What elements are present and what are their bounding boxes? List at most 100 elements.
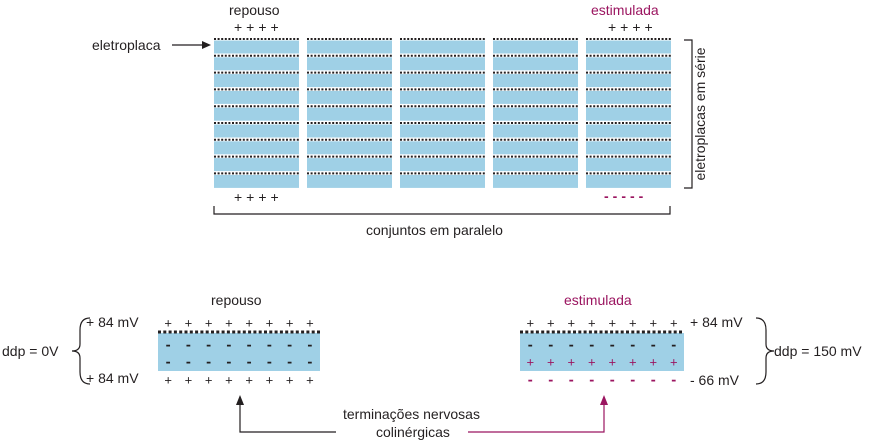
top-stimulated-bottom-signs: -----	[604, 188, 648, 204]
electroplate	[307, 124, 392, 138]
stimulated-inner-top-sign: -	[651, 337, 656, 354]
rest-bottom-voltage: + 84 mV	[86, 370, 139, 386]
stimulated-inner-top-sign: -	[630, 337, 635, 354]
electroplate	[400, 141, 485, 155]
rest-inner-top-sign: -	[226, 337, 231, 354]
electroplate	[493, 107, 578, 121]
rest-top-voltage: + 84 mV	[86, 314, 139, 330]
stimulated-ddp-brace	[755, 317, 775, 385]
rest-inner-bottom-sign: -	[186, 354, 191, 371]
rest-outer-top-sign: +	[205, 316, 213, 331]
top-stimulated-top-signs: ++++	[608, 19, 657, 35]
electroplate	[307, 141, 392, 155]
electroplate	[400, 40, 485, 54]
electroplate-stack	[214, 38, 671, 188]
stimulated-outer-top-sign: +	[567, 316, 575, 331]
electroplate	[493, 90, 578, 104]
electroplate	[307, 74, 392, 88]
rest-inner-top-sign: -	[267, 337, 272, 354]
parallel-bracket	[213, 206, 671, 215]
plate-pointer-arrowhead	[202, 41, 211, 49]
plate-column-5	[586, 38, 671, 188]
rest-outer-top-sign: +	[245, 316, 253, 331]
stimulated-inner-bottom-sign: +	[670, 355, 678, 370]
stimulated-outer-bottom-sign: -	[671, 372, 676, 389]
stimulated-inner-top-sign: -	[589, 337, 594, 354]
rest-inner-top-sign: -	[287, 337, 292, 354]
electroplate	[214, 141, 299, 155]
stimulated-outer-bottom-sign: -	[548, 372, 553, 389]
electroplate	[586, 107, 671, 121]
rest-inner-bottom-sign: -	[206, 354, 211, 371]
stimulated-inner-bottom-sign: +	[588, 355, 596, 370]
rest-outer-bottom-sign: +	[306, 373, 314, 388]
stimulated-outer-top-sign: +	[629, 316, 637, 331]
rest-inner-bottom-sign: -	[247, 354, 252, 371]
electroplate	[214, 57, 299, 71]
stimulated-inner-top-sign: -	[548, 337, 553, 354]
electroplate	[214, 124, 299, 138]
nerve-label-line2: colinérgicas	[376, 424, 450, 440]
stimulated-inner-bottom-sign: +	[547, 355, 555, 370]
rest-inner-top-sign: -	[206, 337, 211, 354]
electroplate	[307, 57, 392, 71]
rest-inner-bottom-sign: -	[226, 354, 231, 371]
stimulated-outer-top-sign: +	[649, 316, 657, 331]
stimulated-outer-top-sign: +	[547, 316, 555, 331]
plate-column-4	[493, 38, 578, 188]
rest-inner-bottom-sign: -	[287, 354, 292, 371]
stimulated-inner-bottom-sign: +	[567, 355, 575, 370]
plate-column-2	[307, 38, 392, 188]
stimulated-outer-top-sign: +	[588, 316, 596, 331]
bottom-stimulated-label: estimulada	[564, 292, 632, 308]
rest-outer-top-sign: +	[286, 316, 294, 331]
rest-inner-top-sign: -	[307, 337, 312, 354]
stimulated-outer-bottom-sign: -	[610, 372, 615, 389]
electroplate	[307, 90, 392, 104]
stimulated-inner-top-sign: -	[569, 337, 574, 354]
electroplate	[493, 57, 578, 71]
rest-inner-bottom-sign: -	[166, 354, 171, 371]
stimulated-outer-top-sign: +	[526, 316, 534, 331]
stimulated-ddp-label: ddp = 150 mV	[774, 343, 862, 359]
rest-outer-bottom-sign: +	[164, 373, 172, 388]
stimulated-inner-bottom-sign: +	[526, 355, 534, 370]
rest-outer-bottom-sign: +	[286, 373, 294, 388]
nerve-arrow-rest-head	[236, 395, 244, 405]
stimulated-inner-bottom-sign: +	[608, 355, 616, 370]
nerve-label-line1: terminações nervosas	[343, 406, 480, 422]
electroplate	[400, 74, 485, 88]
plate-label: eletroplaca	[92, 37, 161, 53]
rest-outer-bottom-sign: +	[205, 373, 213, 388]
electroplate	[307, 40, 392, 54]
stimulated-outer-bottom-sign: -	[651, 372, 656, 389]
electroplate	[400, 124, 485, 138]
electroplate	[214, 90, 299, 104]
electroplate	[493, 40, 578, 54]
electroplate	[586, 124, 671, 138]
rest-outer-bottom-sign: +	[225, 373, 233, 388]
stimulated-top-voltage: + 84 mV	[690, 314, 743, 330]
rest-inner-top-sign: -	[247, 337, 252, 354]
annotation-lines	[71, 39, 775, 433]
nerve-arrow-stimulated-head	[600, 395, 608, 405]
stimulated-inner-bottom-sign: +	[629, 355, 637, 370]
electroplate	[493, 141, 578, 155]
rest-outer-top-sign: +	[266, 316, 274, 331]
rest-plate	[158, 333, 320, 371]
stimulated-inner-top-sign: -	[610, 337, 615, 354]
rest-inner-bottom-sign: -	[307, 354, 312, 371]
stimulated-outer-bottom-sign: -	[569, 372, 574, 389]
electroplate	[586, 90, 671, 104]
electroplate	[307, 107, 392, 121]
rest-ddp-brace	[71, 317, 91, 385]
electroplate	[214, 107, 299, 121]
electroplate	[214, 74, 299, 88]
electroplate	[493, 174, 578, 188]
electroplate	[586, 141, 671, 155]
stimulated-inner-top-sign: -	[671, 337, 676, 354]
stimulated-outer-bottom-sign: -	[528, 372, 533, 389]
rest-inner-top-sign: -	[186, 337, 191, 354]
stimulated-inner-bottom-sign: +	[649, 355, 657, 370]
